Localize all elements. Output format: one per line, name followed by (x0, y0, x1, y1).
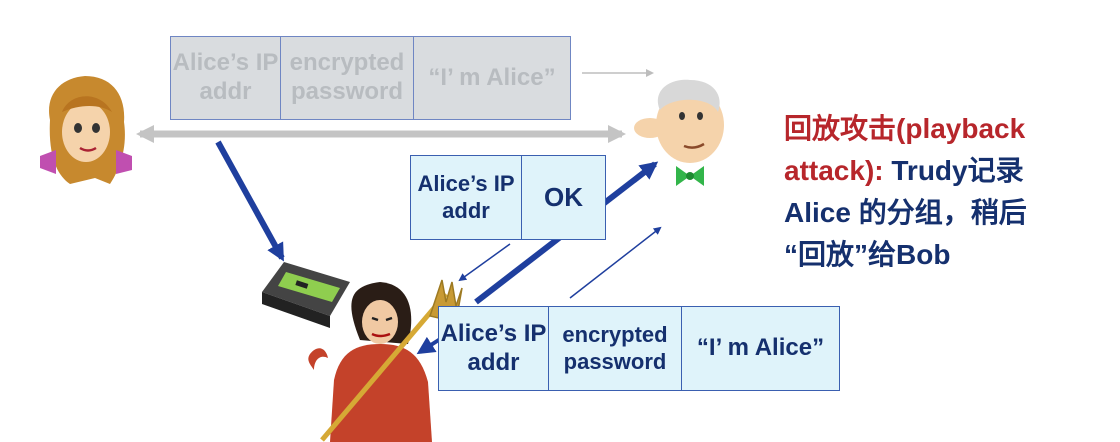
bob-icon (634, 79, 724, 186)
packet-password-cell: encrypted password (281, 37, 414, 119)
alice-icon (40, 76, 132, 184)
replay-packet-message-cell: “I’ m Alice” (696, 334, 825, 362)
replay-packet-ip-cell: Alice’s IP addr (439, 307, 549, 390)
original-packet: Alice’s IP addr encrypted password “I’ m… (170, 36, 571, 120)
attack-title-cn: 回放攻击 (784, 113, 897, 144)
ok-packet-ip-cell: Alice’s IP addr (411, 156, 522, 239)
text-replay-to: “回放”给 (784, 239, 897, 270)
explanation-text: 回放攻击(playback attack): Trudy记录 Alice 的分组… (784, 108, 1114, 276)
recorder-icon (262, 262, 350, 328)
packet-message-cell: “I’ m Alice” (428, 63, 556, 91)
replay-packet: Alice’s IP addr encrypted password “I’ m… (438, 306, 840, 391)
capture-arrow (215, 140, 285, 262)
text-packets-later: 的分组，稍后 (850, 197, 1027, 228)
attack-title-en: (playback attack): (784, 113, 1026, 186)
replay-packet-password-cell: encrypted password (549, 307, 682, 390)
ok-response-arrow (458, 243, 511, 282)
ok-packet-ok-cell: OK (544, 181, 583, 212)
bob-label: Bob (896, 239, 951, 270)
packet-ip-cell: Alice’s IP addr (171, 37, 281, 119)
text-record: 记录 (967, 155, 1024, 186)
ok-packet: Alice’s IP addr OK (410, 155, 606, 240)
alice-label: Alice (784, 197, 851, 228)
replay-send-arrow (569, 226, 662, 299)
trudy-label: Trudy (883, 155, 968, 186)
